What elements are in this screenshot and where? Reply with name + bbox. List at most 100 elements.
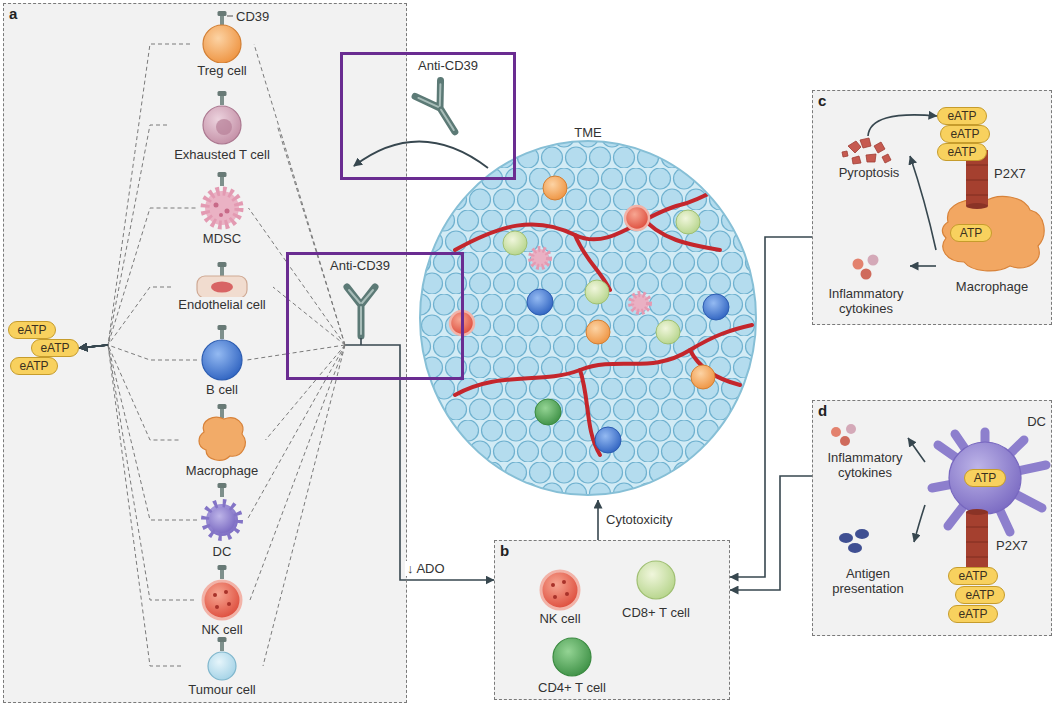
- node-label: B cell: [204, 382, 240, 397]
- node-label: Endothelial cell: [176, 297, 267, 312]
- fan-arrow: [79, 345, 108, 348]
- connector: [79, 125, 167, 348]
- fan-line: [266, 380, 316, 440]
- connector: [247, 354, 286, 360]
- panel-grounds: [3, 3, 1052, 703]
- atp-pill: eATP: [937, 107, 987, 125]
- fan-line: [108, 345, 197, 520]
- connector: [79, 345, 181, 666]
- fan-line: [263, 380, 336, 666]
- fan-stub: [325, 345, 345, 380]
- edge-label: ↓ ADO: [405, 561, 447, 576]
- cell-node: Tumour cell: [181, 640, 263, 699]
- atp-pill: eATP: [940, 125, 990, 143]
- panel-letter: d: [818, 403, 827, 418]
- connector: [914, 505, 925, 542]
- atp-pill: eATP: [948, 605, 998, 623]
- cell-node: Exhausted T cell: [167, 89, 277, 164]
- fan-stub: [332, 345, 345, 380]
- connector: [79, 345, 197, 360]
- fan-arrow: [79, 345, 108, 348]
- connector: [263, 380, 336, 666]
- node-label: Exhausted T cell: [172, 147, 272, 162]
- panel-a-cells: [197, 11, 247, 680]
- connector: [266, 380, 316, 440]
- connector: [730, 237, 812, 577]
- connector: [250, 380, 332, 600]
- fan-arrow: [79, 345, 108, 348]
- fan-stub: [336, 345, 345, 380]
- connector: [400, 380, 494, 580]
- antibody-1: [354, 81, 488, 168]
- fan-line: [249, 208, 287, 261]
- connector: [730, 476, 812, 590]
- node-label: eATP: [19, 359, 48, 373]
- node-label: MDSC: [201, 231, 243, 246]
- pyroptosis-node: Pyroptosis: [828, 136, 910, 182]
- node-label: eATP: [40, 341, 69, 355]
- node-label: Inflammatory cytokines: [825, 450, 905, 480]
- node-label: ATP: [974, 471, 996, 485]
- connector: [908, 438, 925, 462]
- panel-letter: c: [818, 93, 826, 108]
- fan-line: [247, 380, 325, 520]
- cell-node: DC: [197, 482, 247, 561]
- node-label: DC: [211, 544, 234, 559]
- arrow-line: [910, 265, 936, 267]
- connector: [598, 500, 599, 540]
- node-label: NK cell: [199, 622, 244, 637]
- connector: [247, 380, 325, 520]
- node-label: Anti-CD39: [330, 258, 390, 273]
- cell-node: NK cell: [194, 563, 250, 639]
- fan-stub: [316, 345, 345, 380]
- panel-letter: b: [500, 543, 509, 558]
- panel-box: aTreg cellExhausted T cellMDSC Endothelia…: [3, 3, 407, 703]
- fan-stub: [286, 345, 345, 354]
- node-label: Antigen presentation: [825, 566, 911, 596]
- node-label: eATP: [947, 145, 976, 159]
- node-label: TME: [571, 125, 604, 140]
- fan-line: [250, 380, 332, 600]
- cytokine-node: Inflammatory cytokines: [822, 424, 908, 482]
- connector: [79, 287, 171, 348]
- atp-pill: ATP: [950, 224, 992, 242]
- node-label: Macrophage: [184, 463, 260, 478]
- panel-d-art: [831, 424, 1046, 570]
- connector: [868, 115, 937, 136]
- connector: [273, 287, 286, 298]
- atp-pill: eATP: [31, 339, 79, 357]
- connector: [910, 266, 936, 267]
- fan-line: [108, 208, 196, 345]
- node-label: Pyroptosis: [839, 165, 900, 180]
- cell-node: NK cell: [532, 566, 588, 628]
- arrow-line: [868, 115, 937, 136]
- fan-stub: [286, 261, 345, 345]
- fan-line: [277, 125, 316, 252]
- node-label: ATP: [960, 226, 982, 240]
- fan-line: [108, 125, 167, 345]
- atp-pill: eATP: [937, 143, 987, 161]
- node-label: Treg cell: [195, 63, 248, 78]
- connector: [910, 156, 936, 250]
- node-label: eATP: [947, 109, 976, 123]
- node-label: eATP: [958, 569, 987, 583]
- node-label: eATP: [17, 323, 46, 337]
- atp-pill: eATP: [948, 567, 998, 585]
- panel-letter: a: [9, 6, 17, 21]
- receptor-label: CD39: [236, 9, 269, 24]
- node-label: DC: [1027, 414, 1046, 429]
- cell-node: MDSC: [196, 170, 249, 248]
- connector: [277, 125, 316, 252]
- node-label: eATP: [965, 588, 994, 602]
- cell-node: CD4+ T cell: [531, 635, 613, 697]
- antigen-node: Antigen presentation: [822, 528, 914, 598]
- antibody-box: Anti-CD39: [286, 252, 464, 380]
- fan-arrow: [79, 345, 108, 348]
- node-label: eATP: [958, 607, 987, 621]
- atp-pill: ATP: [964, 469, 1006, 487]
- panel-box: dDC ATP Inflammatory cytokinesAntigen pres…: [812, 400, 1052, 636]
- fan-arrow: [79, 345, 108, 348]
- arrow-line: [400, 380, 494, 580]
